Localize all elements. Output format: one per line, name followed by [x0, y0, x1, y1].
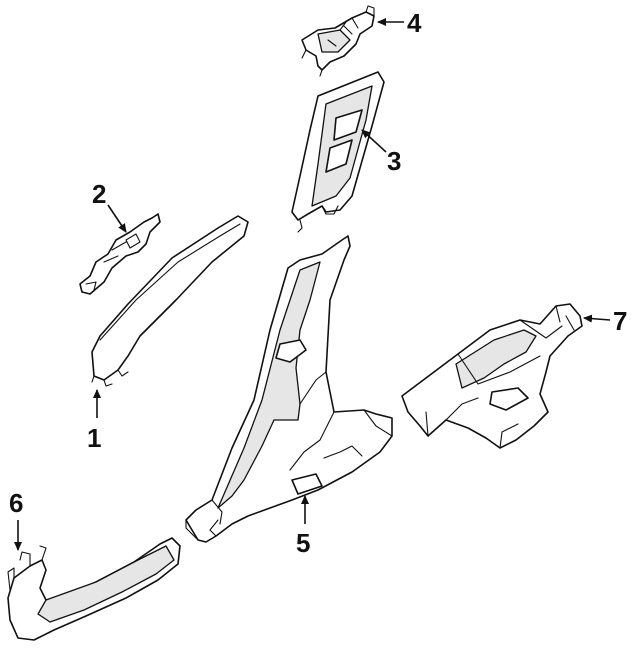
- callout-5: 5: [296, 528, 310, 558]
- leader-2: [107, 204, 127, 233]
- part-5-center-pillar-trim[interactable]: [185, 235, 393, 543]
- callout-labels: 1 2 3 4 5 6 7: [9, 8, 627, 558]
- leader-3: [361, 129, 387, 153]
- part-7-floor-bracket[interactable]: [401, 303, 583, 449]
- leader-7: [583, 314, 611, 323]
- callout-6: 6: [9, 488, 23, 518]
- part-2-bracket[interactable]: [79, 213, 161, 295]
- callout-1: 1: [87, 423, 101, 453]
- callout-2: 2: [92, 179, 106, 209]
- part-1-trim-strip[interactable]: [91, 215, 249, 387]
- part-3-upper-pillar-trim[interactable]: [291, 71, 385, 233]
- part-6-sill-trim[interactable]: [7, 537, 181, 641]
- leader-lines: [14, 18, 611, 551]
- part-4-bracket[interactable]: [301, 5, 375, 77]
- callout-3: 3: [387, 146, 401, 176]
- callout-7: 7: [613, 306, 627, 336]
- callout-4: 4: [407, 8, 422, 38]
